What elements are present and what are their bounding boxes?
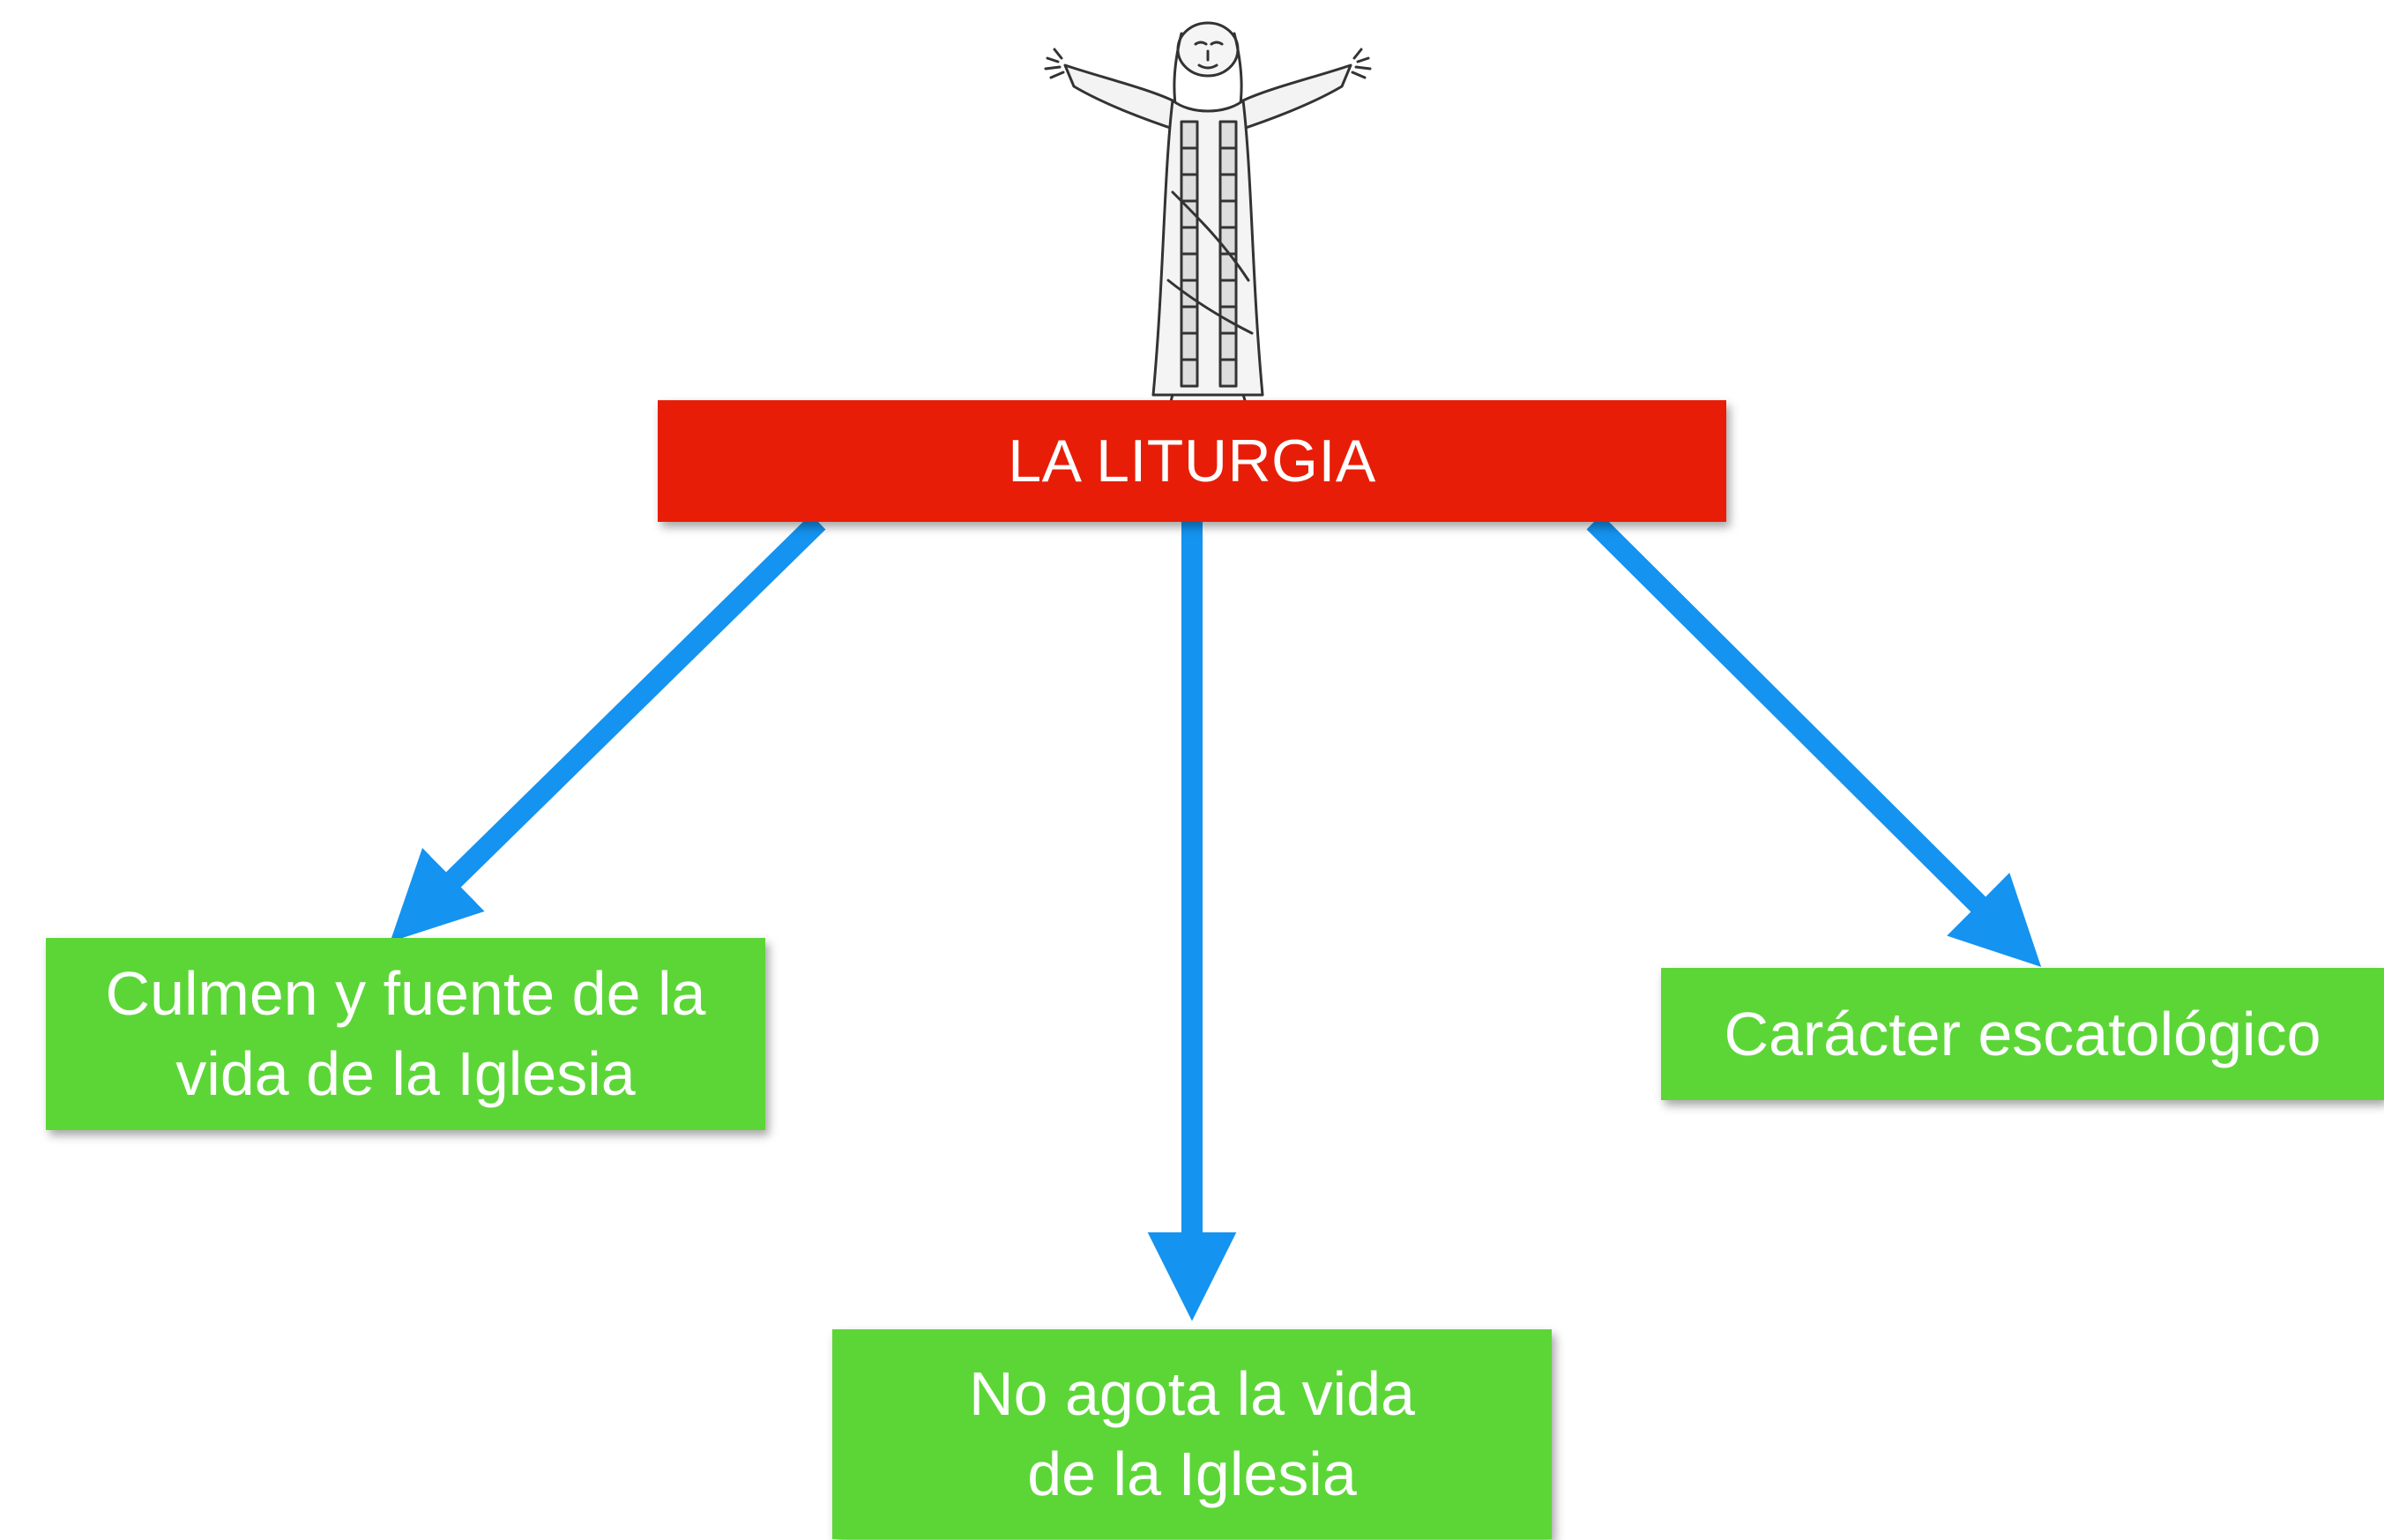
arrow-to-left-node bbox=[390, 514, 826, 942]
node-left-line-1: Culmen y fuente de la bbox=[105, 959, 706, 1028]
node-center-line-1: No agota la vida bbox=[969, 1359, 1415, 1428]
node-caracter-escatologico: Carácter escatológico bbox=[1661, 968, 2384, 1100]
node-center-line-2: de la Iglesia bbox=[1027, 1440, 1357, 1508]
root-node-label: LA LITURGIA bbox=[1008, 427, 1376, 495]
node-culmen-y-fuente: Culmen y fuente de la vida de la Iglesia bbox=[46, 938, 765, 1130]
node-left-line-2: vida de la Iglesia bbox=[175, 1039, 636, 1108]
arrow-to-right-node bbox=[1586, 514, 2042, 967]
node-no-agota: No agota la vida de la Iglesia bbox=[832, 1329, 1552, 1539]
root-node-la-liturgia: LA LITURGIA bbox=[658, 400, 1726, 522]
christ-figure-icon bbox=[1040, 16, 1375, 430]
node-right-label: Carácter escatológico bbox=[1724, 999, 2321, 1068]
